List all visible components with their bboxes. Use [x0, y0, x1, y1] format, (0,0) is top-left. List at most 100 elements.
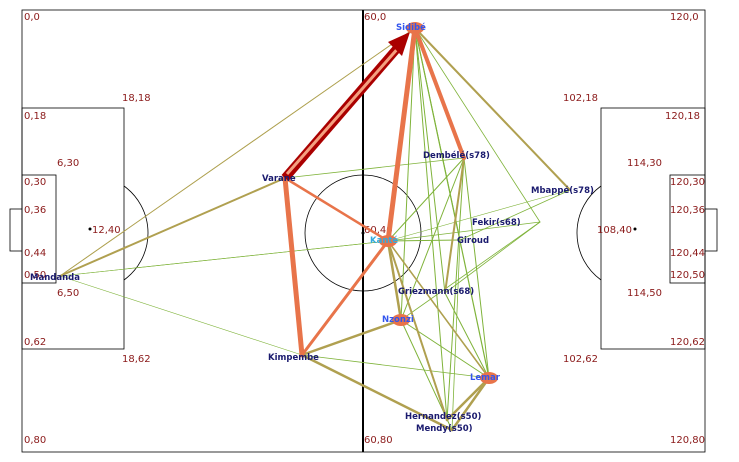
left-goal [9, 208, 23, 252]
coord-label: 120,36 [670, 205, 705, 216]
pass-edge-kimpembe-mendy [300, 353, 454, 432]
coord-label: 0,62 [24, 337, 46, 348]
pass-edge-fekir-griezmann [444, 221, 541, 294]
pass-edge-dembele-nzonzi [400, 157, 465, 321]
coord-label: 0,30 [24, 177, 46, 188]
pass-edge-dembele-hernandez [446, 157, 465, 421]
coord-label: 120,18 [665, 111, 700, 122]
coord-label: 114,50 [627, 288, 662, 299]
pass-edge-sidibe-dembele [413, 26, 466, 160]
pass-edge-kimpembe-nzonzi [300, 318, 403, 357]
pass-edge-lemar-hernandez [445, 376, 491, 422]
coordinate-labels: 0,0 60,0 120,0 0,18 18,18 102,18 120,18 … [24, 12, 705, 446]
pass-edge-mendy-giroud [451, 239, 461, 431]
right-goal [704, 208, 718, 252]
coord-label: 18,62 [122, 354, 151, 365]
pass-edge-griezmann-lemar [444, 292, 490, 379]
coord-label: 120,80 [670, 435, 705, 446]
player-label-kimpembe: Kimpembe [268, 353, 319, 363]
pass-edge-sidibe-hernandez [414, 27, 448, 421]
pass-edge-kante-giroud [387, 239, 461, 242]
coord-label: 120,30 [670, 177, 705, 188]
pass-edge-mbappe-giroud [459, 189, 571, 241]
pass-edges [59, 25, 571, 432]
player-label-dembele: Dembélé(s78) [423, 150, 490, 161]
player-label-lemar: Lemar [470, 373, 501, 383]
pass-edge-mbappe-kante [387, 189, 571, 242]
pass-edge-mendy-lemar [450, 376, 491, 432]
pass-edge-hernandez-kante [387, 240, 448, 421]
pass-arrowhead-varane-sidibe [388, 32, 410, 56]
pass-edge-dembele-varane [284, 157, 465, 179]
pass-edge-kante-fekir [387, 221, 541, 242]
player-node-kante [379, 235, 397, 247]
left-six-yard-box [21, 174, 57, 284]
pass-edge-varane-kimpembe [282, 175, 305, 358]
pass-edge-dembele-griezmann [444, 157, 465, 294]
coord-label: 18,18 [122, 93, 151, 104]
player-label-nzonzi: Nzonzi [382, 315, 414, 325]
player-label-mandanda: Mandanda [30, 273, 80, 283]
coord-label: 6,30 [57, 158, 79, 169]
pass-edge-sidibe-lemar [414, 27, 490, 379]
pitch-markings [9, 9, 718, 453]
right-penalty-spot [633, 227, 637, 231]
pass-edge-sidibe-fekir [414, 27, 541, 223]
coord-label: 0,18 [24, 111, 46, 122]
pass-edge-kimpembe-kante [300, 239, 390, 357]
pass-edge-varane-sidibe-core [285, 45, 402, 175]
centre-spot [361, 231, 365, 235]
pass-edge-mandanda-kante [59, 240, 389, 277]
coord-label: 0,80 [24, 435, 46, 446]
coord-label: 114,30 [627, 158, 662, 169]
pass-edge-sidibe-nzonzi [400, 27, 416, 321]
pass-edge-mandanda-sidibe [59, 27, 416, 277]
pass-edge-nzonzi-lemar [400, 319, 490, 379]
player-node-lemar [480, 372, 498, 384]
pass-edge-lemar-kante [387, 240, 490, 379]
pass-edge-varane-kante [283, 176, 390, 243]
player-label-griezmann: Griezmann(s68) [398, 287, 474, 297]
pass-edge-kante-sidibe [385, 25, 418, 244]
pass-edge-mandanda-kimpembe [59, 275, 303, 356]
coord-label: 60,40 [364, 225, 393, 236]
player-label-varane: Varane [262, 174, 296, 184]
coord-label: 120,0 [670, 12, 699, 23]
player-nodes [379, 22, 498, 384]
player-label-fekir: Fekir(s68) [472, 218, 521, 228]
coord-label: 108,40 [597, 225, 632, 236]
coord-label: 60,80 [364, 435, 393, 446]
pass-edge-mandanda-varane [59, 177, 286, 277]
player-label-hernandez: Hernandez(s50) [405, 412, 481, 422]
pass-edge-dembele-kante [387, 157, 465, 242]
coord-label: 0,0 [24, 12, 40, 23]
pass-edge-nzonzi-kante [386, 239, 403, 322]
right-six-yard-box [669, 174, 706, 284]
player-node-nzonzi [392, 314, 410, 326]
player-label-sidibe: Sidibé [396, 22, 426, 33]
player-labels: Sidibé Varane Dembélé(s78) Mbappé(s78) F… [30, 22, 594, 434]
player-node-sidibe [406, 22, 424, 34]
coord-label: 102,62 [563, 354, 598, 365]
pass-edge-kimpembe-lemar [301, 354, 490, 379]
player-label-giroud: Giroud [457, 236, 489, 246]
player-label-kante: Kanté [370, 235, 398, 246]
right-penalty-arc [576, 185, 602, 281]
coord-label: 0,50 [24, 270, 46, 281]
coord-label: 60,0 [364, 12, 386, 23]
coord-label: 6,50 [57, 288, 79, 299]
pass-edge-mbappe-sidibe [414, 27, 571, 191]
coord-label: 12,40 [92, 225, 121, 236]
coord-label: 0,36 [24, 205, 46, 216]
pass-edge-dembele-lemar [463, 157, 490, 379]
left-penalty-spot [88, 227, 92, 231]
left-penalty-arc [123, 185, 149, 281]
pass-edge-nzonzi-fekir [400, 221, 541, 321]
centre-circle [304, 174, 422, 292]
player-label-mbappe: Mbappé(s78) [531, 185, 594, 196]
coord-label: 102,18 [563, 93, 598, 104]
player-label-mendy: Mendy(s50) [416, 424, 473, 434]
coord-label: 120,62 [670, 337, 705, 348]
pass-edge-sidibe-griezmann [414, 27, 446, 294]
